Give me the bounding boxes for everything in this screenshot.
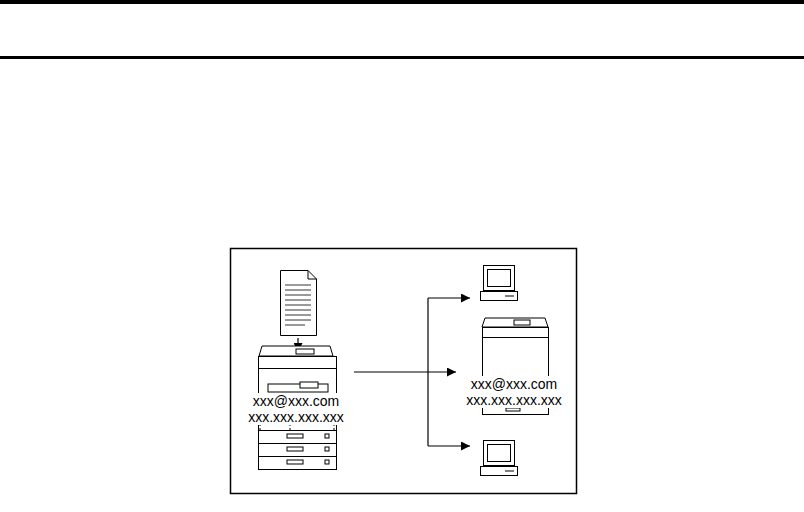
email-address: xxx@xxx.com bbox=[470, 376, 559, 392]
email-address: xxx@xxx.com bbox=[252, 393, 341, 409]
ip-address: xxx.xxx.xxx.xxx bbox=[465, 392, 563, 408]
send-arrow bbox=[354, 371, 456, 372]
header-rule bbox=[0, 56, 804, 59]
ip-address: xxx.xxx.xxx.xxx bbox=[247, 409, 345, 425]
printer-address-box: xxx@xxx.comxxx.xxx.xxx.xxx bbox=[238, 343, 354, 471]
printer-address-box: xxx@xxx.comxxx.xxx.xxx.xxx bbox=[456, 316, 572, 416]
computer-icon bbox=[481, 266, 518, 301]
figure-frame bbox=[231, 249, 577, 494]
document-icon bbox=[281, 271, 317, 336]
header-bar bbox=[0, 0, 804, 4]
computer-icon bbox=[481, 441, 518, 476]
